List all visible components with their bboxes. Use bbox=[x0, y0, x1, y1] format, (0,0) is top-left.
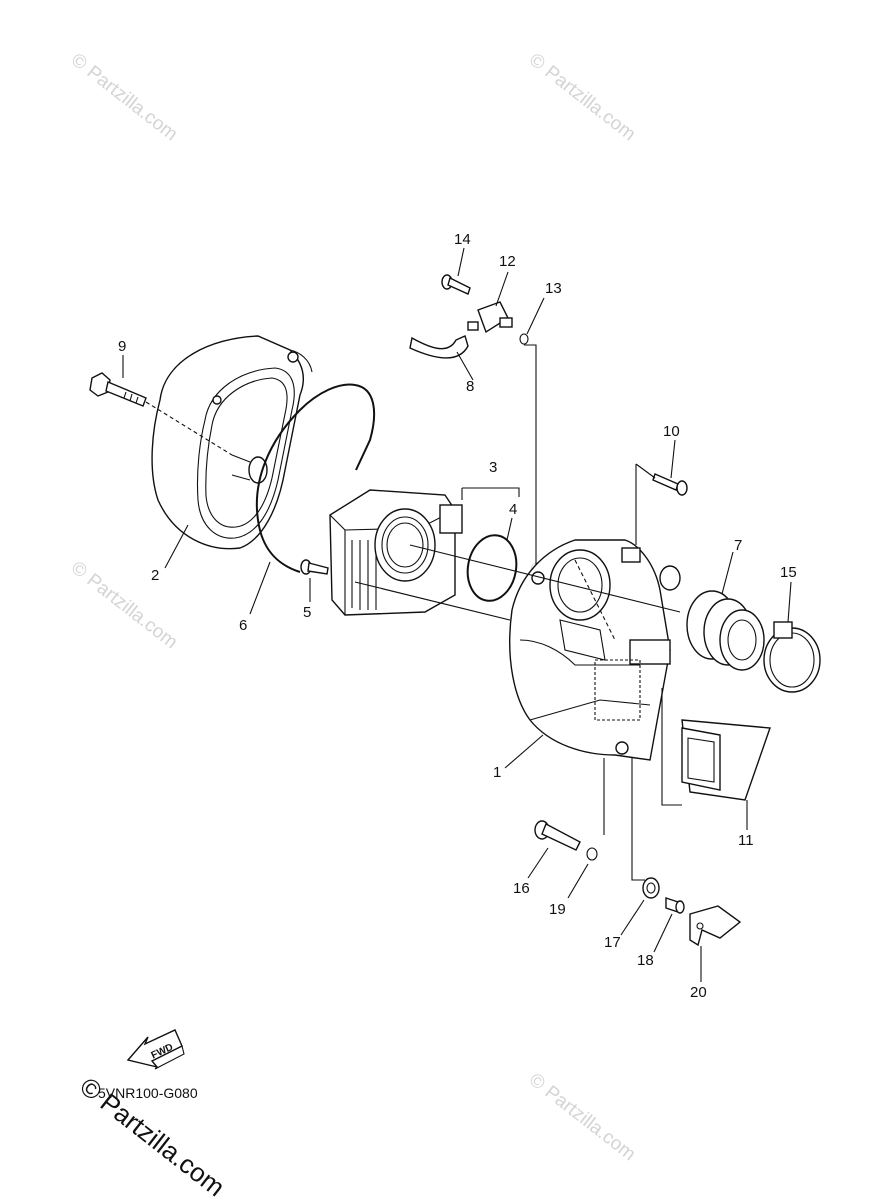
part-12-fitting bbox=[467, 301, 513, 334]
watermark-text: Partzilla.com bbox=[541, 1082, 640, 1166]
callout-4: 4 bbox=[509, 501, 517, 518]
part-8-hose bbox=[409, 335, 469, 359]
part-6-seal bbox=[255, 383, 376, 573]
callout-17: 17 bbox=[604, 934, 621, 951]
callout-5: 5 bbox=[303, 604, 311, 621]
callout-9: 9 bbox=[118, 338, 126, 355]
part-16-bolt bbox=[534, 820, 581, 851]
watermark-mid-left: © Partzilla.com bbox=[67, 557, 181, 653]
part-11-duct bbox=[681, 719, 771, 801]
callout-16: 16 bbox=[513, 880, 530, 897]
part-17-grommet bbox=[642, 877, 660, 899]
part-7-joint bbox=[686, 590, 765, 671]
watermark-text: Partzilla.com bbox=[83, 570, 182, 654]
part-14-screw bbox=[441, 274, 471, 295]
part-20-bracket bbox=[689, 905, 742, 947]
part-19-washer bbox=[586, 847, 598, 861]
watermark-top-left: © Partzilla.com bbox=[67, 49, 181, 145]
callout-12: 12 bbox=[499, 253, 516, 270]
part-9-bolt bbox=[89, 372, 147, 407]
part-5-screw bbox=[300, 559, 329, 575]
callout-7: 7 bbox=[734, 537, 742, 554]
fwd-arrow-icon: FWD bbox=[126, 1029, 185, 1070]
callout-10: 10 bbox=[663, 423, 680, 440]
callout-18: 18 bbox=[637, 952, 654, 969]
callout-6: 6 bbox=[239, 617, 247, 634]
part-13-o-ring bbox=[519, 333, 529, 345]
part-2-case-cover bbox=[151, 335, 313, 550]
callout-19: 19 bbox=[549, 901, 566, 918]
part-4-o-ring bbox=[466, 534, 518, 602]
part-18-collar bbox=[665, 897, 685, 914]
callout-15: 15 bbox=[780, 564, 797, 581]
assembly-lines bbox=[354, 344, 682, 881]
watermark-top-right: © Partzilla.com bbox=[525, 49, 639, 145]
watermark-text: Partzilla.com bbox=[95, 1087, 231, 1200]
callout-8: 8 bbox=[466, 378, 474, 395]
callouts: 9 2 3 4 5 6 7 15 8 10 12 13 14 1 11 16 1… bbox=[118, 231, 797, 1001]
watermark-text: Partzilla.com bbox=[83, 62, 182, 146]
callout-14: 14 bbox=[454, 231, 471, 248]
part-15-clamp bbox=[763, 621, 821, 693]
leader-lines bbox=[122, 247, 792, 982]
part-10-screw bbox=[652, 473, 688, 496]
part-1-case bbox=[509, 539, 681, 761]
callout-20: 20 bbox=[690, 984, 707, 1001]
callout-3: 3 bbox=[489, 459, 497, 476]
watermark-bottom-right: © Partzilla.com bbox=[525, 1069, 639, 1165]
watermark-text: Partzilla.com bbox=[541, 62, 640, 146]
callout-1: 1 bbox=[493, 764, 501, 781]
callout-13: 13 bbox=[545, 280, 562, 297]
callout-2: 2 bbox=[151, 567, 159, 584]
callout-11: 11 bbox=[738, 832, 754, 849]
diagram-code: 5VNR100-G080 bbox=[98, 1085, 198, 1101]
